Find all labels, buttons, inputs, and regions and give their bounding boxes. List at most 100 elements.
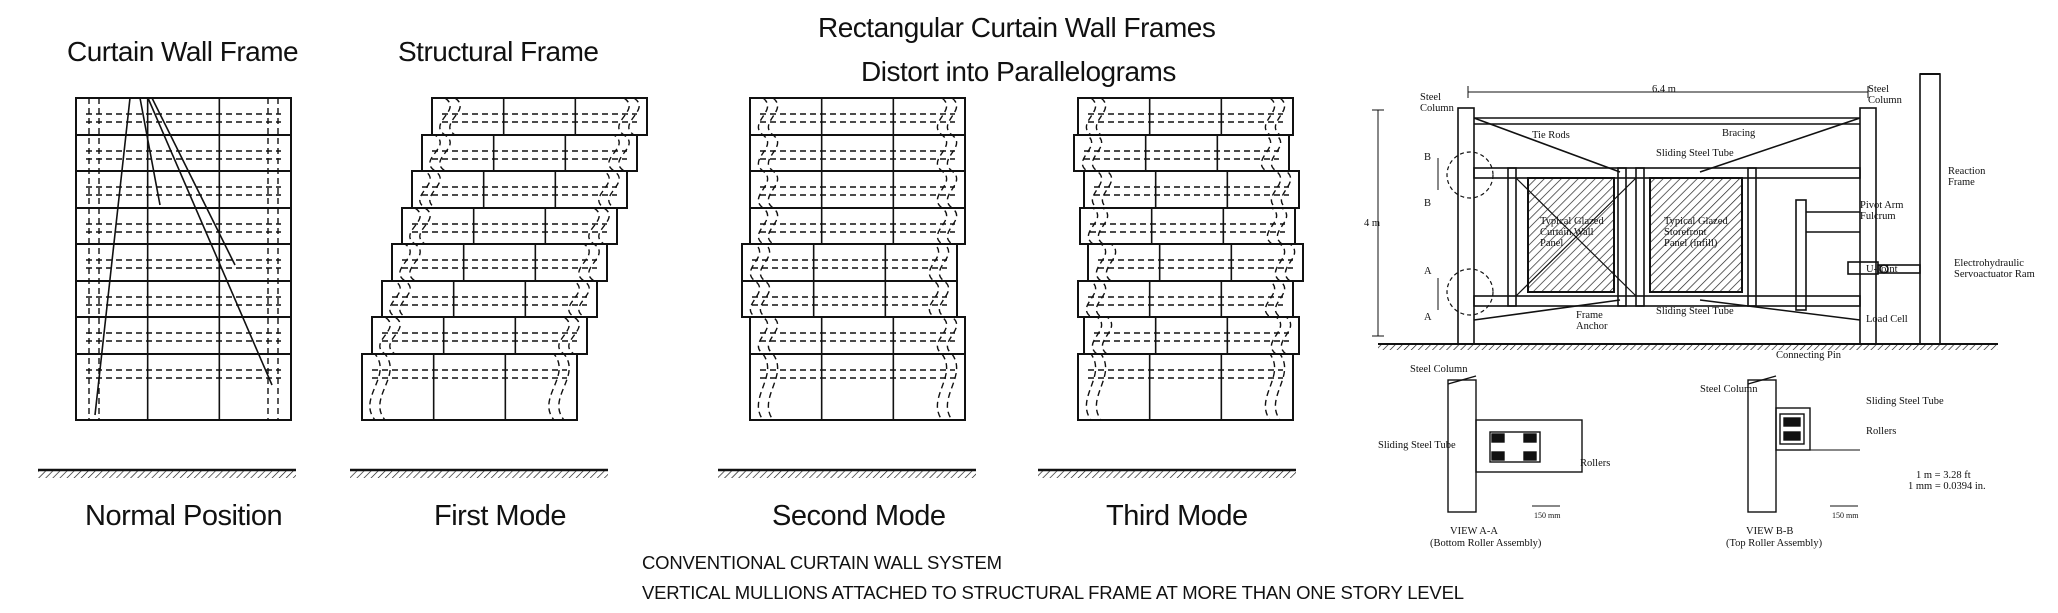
heading-curtain-wall-frame: Curtain Wall Frame bbox=[67, 36, 299, 67]
second-storey-6 bbox=[741, 280, 958, 318]
ground-hatch-second bbox=[718, 470, 976, 478]
view-a-a-detail bbox=[1447, 375, 1583, 513]
third-column-dash bbox=[1270, 97, 1296, 421]
third-column-dash bbox=[1091, 97, 1117, 421]
second-storey-2 bbox=[749, 134, 966, 172]
third-storey-5 bbox=[1087, 243, 1304, 282]
view-a-title: VIEW A-A bbox=[1450, 526, 1498, 537]
first-storey-3 bbox=[411, 170, 628, 209]
normal-storey-2 bbox=[75, 134, 292, 172]
third-column-dash bbox=[1260, 97, 1286, 421]
first-column-dash bbox=[369, 97, 451, 421]
section-circle-b bbox=[1446, 151, 1494, 199]
servoactuator bbox=[1877, 264, 1921, 274]
normal-storey-7 bbox=[75, 316, 292, 355]
second-column-dash bbox=[759, 97, 779, 421]
first-column-dash bbox=[558, 97, 640, 421]
left-steel-column bbox=[1457, 107, 1475, 345]
footer-line2: VERTICAL MULLIONS ATTACHED TO STRUCTURAL… bbox=[642, 582, 1464, 603]
first-storey-6 bbox=[381, 280, 598, 318]
section-mark-a-top: A bbox=[1424, 266, 1432, 277]
second-column-dash bbox=[749, 97, 769, 421]
heading-structural-frame: Structural Frame bbox=[398, 36, 599, 67]
third-storey-7 bbox=[1083, 316, 1300, 355]
label-sliding-tube-bottom: Sliding Steel Tube bbox=[1656, 306, 1734, 317]
caption-first-mode: First Mode bbox=[434, 500, 566, 532]
label-dimension-height: 4 m bbox=[1364, 218, 1381, 229]
sliding-tube-top bbox=[1473, 167, 1861, 179]
second-column-dash bbox=[938, 97, 958, 421]
third-storey-1 bbox=[1077, 97, 1294, 136]
diagram-title-line1: Rectangular Curtain Wall Frames bbox=[818, 12, 1216, 43]
rig-ground-hatch bbox=[1378, 344, 1998, 350]
view-a-sliding-tube-label: Sliding Steel Tube bbox=[1378, 440, 1456, 451]
label-dimension-width: 6.4 m bbox=[1652, 84, 1676, 95]
storefront-panel bbox=[1649, 177, 1743, 293]
normal-storey-8 bbox=[75, 353, 292, 421]
label-connecting-pin: Connecting Pin bbox=[1776, 350, 1842, 361]
ground-lines bbox=[38, 468, 1296, 478]
sliding-tube-bottom bbox=[1473, 295, 1861, 307]
view-b-steel-column-label: Steel Column bbox=[1700, 384, 1758, 395]
unit-conversion-1: 1 m = 3.28 ft bbox=[1916, 470, 1971, 481]
third-storey-6 bbox=[1077, 280, 1294, 318]
reaction-frame bbox=[1919, 73, 1941, 345]
second-storey-5 bbox=[741, 243, 958, 282]
third-storey-3 bbox=[1083, 170, 1300, 209]
ground-hatch-normal bbox=[38, 470, 296, 478]
label-bracing: Bracing bbox=[1722, 128, 1756, 139]
second-storey-3 bbox=[749, 170, 966, 209]
view-a-scale-label: 150 mm bbox=[1534, 511, 1561, 520]
third-storey-4 bbox=[1079, 207, 1296, 245]
third-column-dash bbox=[1081, 97, 1107, 421]
ground-hatch-third bbox=[1038, 470, 1296, 478]
normal-storey-1 bbox=[75, 97, 292, 136]
normal-storey-5 bbox=[75, 243, 292, 282]
first-storey-7 bbox=[371, 316, 588, 355]
section-mark-a-bottom: A bbox=[1424, 312, 1432, 323]
section-circle-a bbox=[1446, 268, 1494, 316]
second-storey-4 bbox=[749, 207, 966, 245]
caption-second-mode: Second Mode bbox=[772, 500, 946, 532]
ground-hatch-first bbox=[350, 470, 608, 478]
right-steel-column bbox=[1859, 107, 1877, 345]
view-b-b-detail bbox=[1747, 375, 1860, 513]
view-a-steel-column-label: Steel Column bbox=[1410, 364, 1468, 375]
unit-conversion-2: 1 mm = 0.0394 in. bbox=[1908, 481, 1986, 492]
curtain-wall-panel bbox=[1527, 177, 1615, 293]
section-mark-b-top: B bbox=[1424, 152, 1432, 163]
normal-storey-3 bbox=[75, 170, 292, 209]
view-a-subtitle: (Bottom Roller Assembly) bbox=[1430, 538, 1542, 549]
label-load-cell: Load Cell bbox=[1866, 314, 1908, 325]
first-column-dash bbox=[548, 97, 630, 421]
test-rig-drawing bbox=[1372, 73, 1998, 350]
first-storey-2 bbox=[421, 134, 638, 172]
first-storey-4 bbox=[401, 207, 618, 245]
diagram-title-line2: Distort into Parallelograms bbox=[861, 56, 1176, 87]
label-u-joint: U-Joint bbox=[1866, 264, 1898, 275]
label-tie-rods: Tie Rods bbox=[1532, 130, 1570, 141]
caption-normal-position: Normal Position bbox=[85, 500, 283, 532]
first-storey-5 bbox=[391, 243, 608, 282]
label-sliding-tube-top: Sliding Steel Tube bbox=[1656, 148, 1734, 159]
view-b-subtitle: (Top Roller Assembly) bbox=[1726, 538, 1823, 549]
third-storey-8 bbox=[1077, 353, 1294, 421]
second-column-dash bbox=[928, 97, 948, 421]
second-storey-1 bbox=[749, 97, 966, 136]
second-storey-8 bbox=[749, 353, 966, 421]
view-b-sliding-tube-label: Sliding Steel Tube bbox=[1866, 396, 1944, 407]
view-b-scale-label: 150 mm bbox=[1832, 511, 1859, 520]
label-pivot-arm: Pivot Arm bbox=[1860, 200, 1904, 211]
section-mark-b-bottom: B bbox=[1424, 198, 1432, 209]
second-storey-7 bbox=[749, 316, 966, 355]
footer-line1: CONVENTIONAL CURTAIN WALL SYSTEM bbox=[642, 552, 1002, 573]
normal-diagonal-lines bbox=[94, 97, 273, 416]
